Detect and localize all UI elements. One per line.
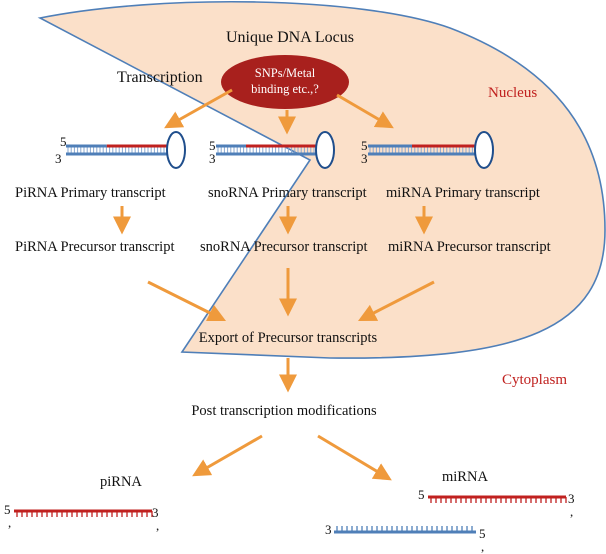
mirna-top-3-prime-comma: , [570, 504, 573, 519]
pirna-primary-transcript-label: PiRNA Primary transcript [15, 185, 166, 201]
pirna-hairpin-5-prime: 5 [60, 134, 67, 149]
snorna-hairpin-5-prime: 5 [209, 138, 216, 153]
transcription-label: Transcription [117, 69, 203, 86]
pirna-3-prime: 3 [152, 505, 159, 520]
snorna-primary-hairpin [216, 131, 335, 169]
nucleus-label: Nucleus [488, 85, 537, 101]
post-transcription-modifications-label: Post transcription modifications [191, 403, 377, 419]
snorna-primary-transcript-label: snoRNA Primary transcript [208, 185, 367, 201]
pirna-precursor-transcript-label: PiRNA Precursor transcript [15, 239, 174, 255]
arrow-pirna-precursor-to-export [147, 280, 227, 322]
pirna-5-prime: 5 [4, 502, 11, 517]
nucleus-region [37, 0, 606, 359]
mirna-bottom-5-prime: 5 [479, 526, 486, 541]
pirna-hairpin-3-prime: 3 [55, 151, 62, 166]
hairpin-loop [474, 131, 494, 169]
pirna-mature-strand [14, 509, 153, 517]
mirna-precursor-transcript-label: miRNA Precursor transcript [388, 239, 551, 255]
hairpin-loop [315, 131, 335, 169]
pirna-mature-label: piRNA [100, 474, 142, 490]
mirna-bottom-5-prime-comma: , [481, 539, 484, 554]
mirna-guide-strand [428, 495, 567, 503]
arrow-mirna-precursor-to-export [357, 280, 435, 322]
pirna-primary-hairpin [66, 131, 186, 169]
snp-label-line1: SNPs/Metal [255, 66, 316, 80]
mirna-bottom-3-prime: 3 [325, 522, 332, 537]
unique-dna-locus-title: Unique DNA Locus [226, 29, 354, 46]
snp-label-line2: binding etc.,? [251, 82, 319, 96]
mirna-hairpin-3-prime: 3 [361, 151, 368, 166]
export-of-precursor-label: Export of Precursor transcripts [199, 330, 378, 346]
mirna-passenger-strand [334, 526, 476, 534]
mirna-mature-label: miRNA [442, 469, 488, 485]
mirna-top-5-prime: 5 [418, 487, 425, 502]
mirna-primary-hairpin [368, 131, 494, 169]
mirna-primary-transcript-label: miRNA Primary transcript [386, 185, 540, 201]
hairpin-loop [166, 131, 186, 169]
arrow-to-mirna-hairpin [336, 93, 394, 129]
mirna-top-3-prime: 3 [568, 491, 575, 506]
pirna-3-prime-comma: , [156, 518, 159, 533]
snorna-hairpin-3-prime: 3 [209, 151, 216, 166]
arrow-to-pirna-hairpin [164, 88, 233, 129]
pirna-5-prime-comma: , [8, 515, 11, 530]
arrow-post-to-mirna [317, 434, 392, 481]
arrow-post-to-pirna [192, 434, 263, 477]
snorna-precursor-transcript-label: snoRNA Precursor transcript [200, 239, 368, 255]
snp-metal-binding-ellipse [221, 55, 349, 109]
cytoplasm-label: Cytoplasm [502, 372, 567, 388]
mirna-hairpin-5-prime: 5 [361, 138, 368, 153]
